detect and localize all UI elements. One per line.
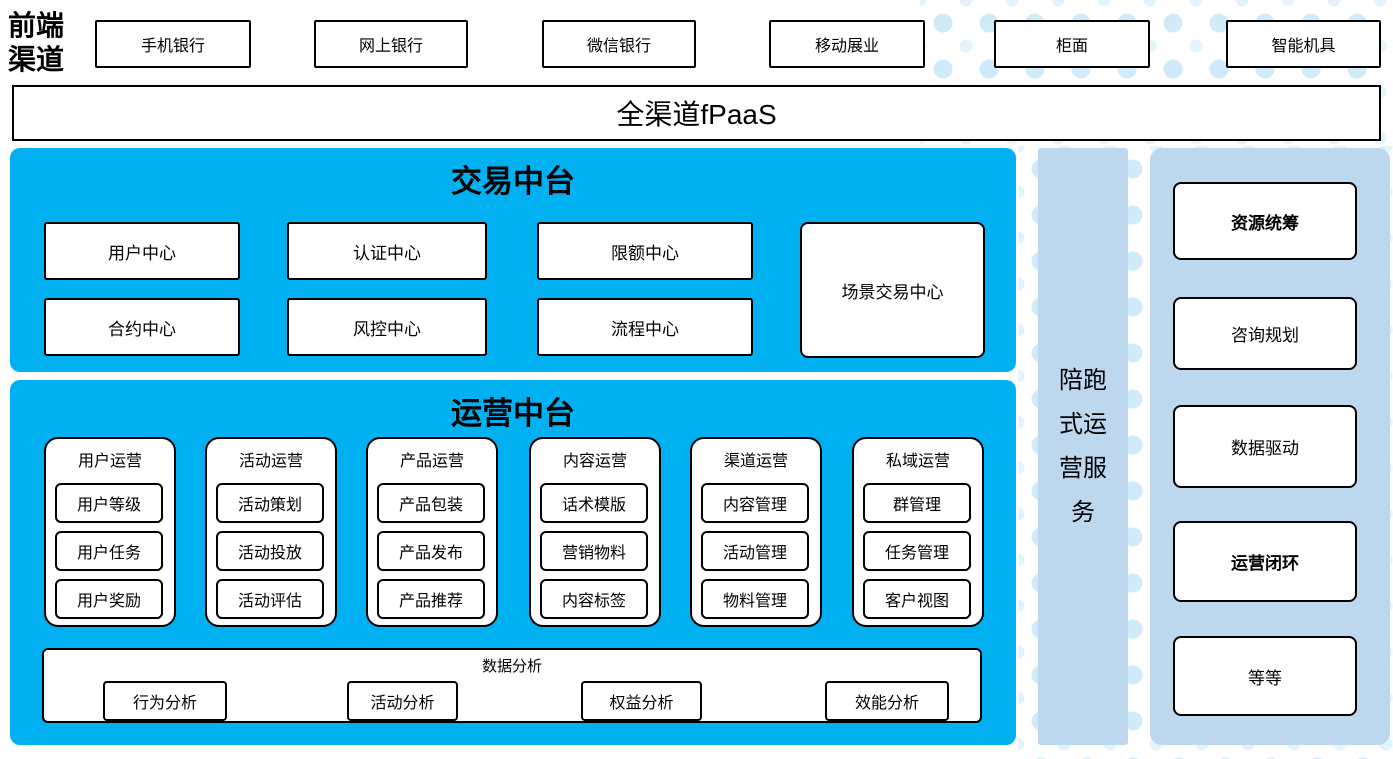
group-item: 客户视图 — [863, 579, 971, 619]
group-item: 营销物料 — [540, 531, 648, 571]
group-title: 渠道运营 — [723, 453, 788, 470]
group-item: 任务管理 — [863, 531, 971, 571]
group-item: 产品推荐 — [377, 579, 485, 619]
channel-box-mobile-banking: 手机银行 — [95, 20, 251, 68]
data-analysis-title: 数据分析 — [481, 658, 542, 675]
frontend-channels-label: 前端渠道 — [8, 11, 65, 76]
panel-item-etc: 等等 — [1173, 636, 1357, 716]
operation-platform-title: 运营中台 — [451, 396, 575, 431]
center-box-process: 流程中心 — [537, 298, 753, 356]
group-item: 用户任务 — [55, 531, 163, 571]
group-channel-operation: 渠道运营 内容管理 活动管理 物料管理 — [690, 437, 822, 627]
service-panel: 资源统筹 咨询规划 数据驱动 运营闭环 等等 — [1150, 148, 1390, 745]
center-box-scene-transaction: 场景交易中心 — [800, 222, 985, 358]
group-private-domain-operation: 私域运营 群管理 任务管理 客户视图 — [852, 437, 984, 627]
group-item: 产品包装 — [377, 483, 485, 523]
group-item: 活动管理 — [701, 531, 809, 571]
group-item: 活动评估 — [216, 579, 324, 619]
group-title: 用户运营 — [77, 453, 142, 470]
operation-platform-section: 运营中台 用户运营 用户等级 用户任务 用户奖励 活动运营 活动策划 活动投放 … — [10, 380, 1016, 745]
group-item: 物料管理 — [701, 579, 809, 619]
group-title: 产品运营 — [399, 453, 464, 470]
transaction-platform-section: 交易中台 用户中心 认证中心 限额中心 合约中心 风控中心 流程中心 场景交易中… — [10, 148, 1016, 372]
center-box-contract: 合约中心 — [44, 298, 240, 356]
panel-item-resource-coordination: 资源统筹 — [1173, 182, 1357, 260]
data-analysis-box: 数据分析 行为分析 活动分析 权益分析 效能分析 — [42, 648, 982, 723]
channel-box-mobile-sales: 移动展业 — [769, 20, 925, 68]
analysis-item-rights: 权益分析 — [581, 681, 702, 721]
group-title: 活动运营 — [238, 453, 303, 470]
group-item: 产品发布 — [377, 531, 485, 571]
channel-box-counter: 柜面 — [994, 20, 1150, 68]
group-title: 内容运营 — [562, 453, 627, 470]
fpaas-bar: 全渠道fPaaS — [12, 85, 1381, 141]
group-product-operation: 产品运营 产品包装 产品发布 产品推荐 — [366, 437, 498, 627]
group-user-operation: 用户运营 用户等级 用户任务 用户奖励 — [44, 437, 176, 627]
group-title: 私域运营 — [885, 453, 950, 470]
group-item: 群管理 — [863, 483, 971, 523]
group-item: 用户等级 — [55, 483, 163, 523]
accompanying-service-bar: 陪跑式运营服务 — [1038, 148, 1128, 745]
group-item: 内容管理 — [701, 483, 809, 523]
panel-item-operation-closed-loop: 运营闭环 — [1173, 521, 1357, 602]
panel-item-data-driven: 数据驱动 — [1173, 405, 1357, 488]
analysis-item-behavior: 行为分析 — [103, 681, 227, 721]
center-box-risk: 风控中心 — [287, 298, 487, 356]
center-box-user: 用户中心 — [44, 222, 240, 280]
group-item: 内容标签 — [540, 579, 648, 619]
analysis-item-efficiency: 效能分析 — [825, 681, 949, 721]
center-box-limit: 限额中心 — [537, 222, 753, 280]
transaction-platform-title: 交易中台 — [451, 164, 575, 199]
channel-box-online-banking: 网上银行 — [314, 20, 468, 68]
channel-box-wechat-banking: 微信银行 — [542, 20, 696, 68]
group-item: 活动投放 — [216, 531, 324, 571]
group-item: 用户奖励 — [55, 579, 163, 619]
group-content-operation: 内容运营 话术模版 营销物料 内容标签 — [529, 437, 661, 627]
group-item: 活动策划 — [216, 483, 324, 523]
group-activity-operation: 活动运营 活动策划 活动投放 活动评估 — [205, 437, 337, 627]
group-item: 话术模版 — [540, 483, 648, 523]
accompanying-service-label: 陪跑式运营服务 — [1059, 366, 1107, 526]
analysis-item-activity: 活动分析 — [347, 681, 458, 721]
channel-box-smart-devices: 智能机具 — [1226, 20, 1381, 68]
panel-item-consulting-planning: 咨询规划 — [1173, 297, 1357, 370]
center-box-auth: 认证中心 — [287, 222, 487, 280]
